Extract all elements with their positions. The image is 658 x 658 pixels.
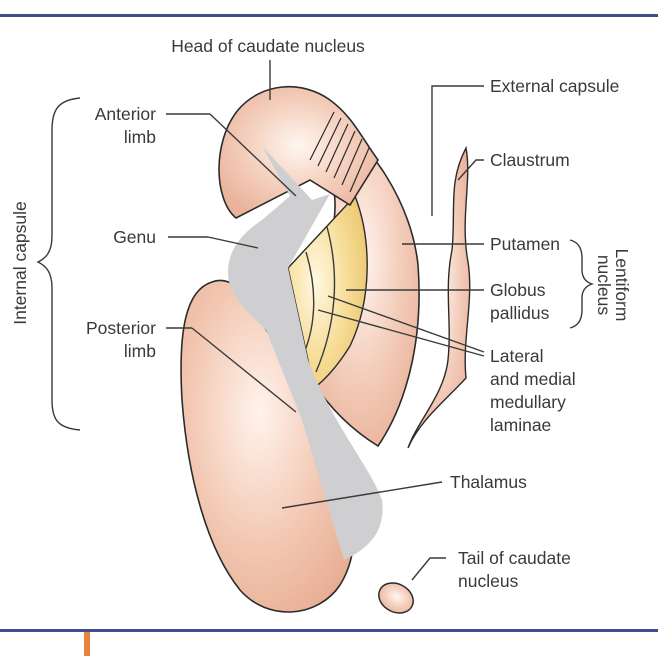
leader-genu-b [207, 236, 259, 249]
leader-laminae-1 [327, 295, 485, 353]
internal-capsule-bracket [36, 97, 81, 431]
orange-accent-bar [84, 632, 90, 656]
label-putamen: Putamen [490, 234, 560, 254]
label-laminae-2: and medial [490, 369, 576, 389]
leader-anterior-limb-b [209, 113, 297, 197]
claustrum-shape [407, 145, 471, 449]
label-tail-2: nucleus [458, 571, 519, 591]
label-lentiform-2: nucleus [594, 255, 614, 316]
leader-tail-caudate [411, 557, 446, 581]
label-internal-capsule: Internal capsule [10, 201, 30, 325]
label-laminae-3: medullary [490, 392, 566, 412]
label-anterior-limb-1: Anterior [95, 104, 156, 124]
leader-claustrum [457, 159, 484, 181]
caudate-striations [309, 111, 370, 193]
leader-posterior-limb-b [191, 327, 297, 413]
bottom-rule [0, 629, 658, 632]
caudate-head-shape [218, 85, 379, 219]
caudate-tail-shape [378, 582, 414, 614]
leader-laminae-2 [317, 309, 485, 357]
label-thalamus: Thalamus [450, 472, 527, 492]
medullary-lamina-lateral [315, 226, 336, 373]
label-genu: Genu [113, 227, 156, 247]
lentiform-bracket [569, 239, 595, 329]
label-laminae-4: laminae [490, 415, 551, 435]
label-claustrum: Claustrum [490, 150, 570, 170]
top-rule [0, 14, 658, 17]
label-external-capsule: External capsule [490, 76, 619, 96]
label-laminae-1: Lateral [490, 346, 544, 366]
label-globus-1: Globus [490, 280, 546, 300]
label-lentiform-1: Lentiform [612, 249, 632, 322]
label-posterior-limb-2: limb [124, 341, 156, 361]
internal-capsule-shape [228, 146, 383, 560]
label-globus-2: pallidus [490, 303, 550, 323]
label-anterior-limb-2: limb [124, 127, 156, 147]
label-head-caudate: Head of caudate nucleus [171, 36, 365, 56]
leader-thalamus [281, 481, 443, 509]
label-tail-1: Tail of caudate [458, 548, 571, 568]
globus-pallidus-shape [287, 194, 368, 390]
external-capsule-line [431, 85, 444, 216]
label-posterior-limb-1: Posterior [86, 318, 156, 338]
